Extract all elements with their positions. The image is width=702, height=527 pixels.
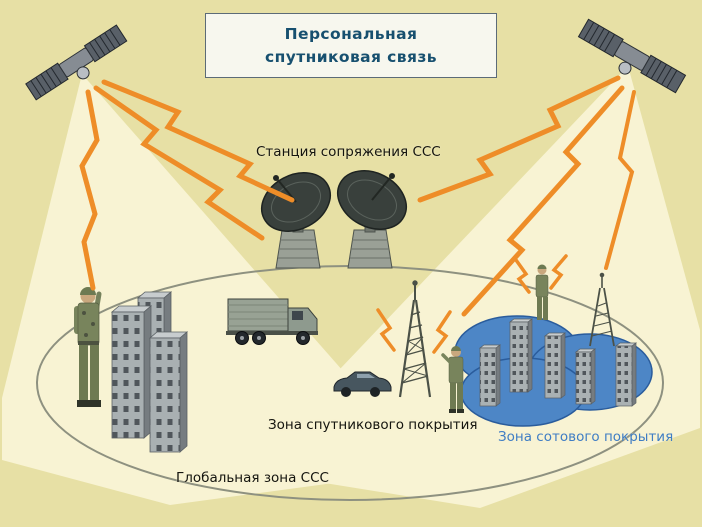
lightning-bolts <box>79 75 636 354</box>
gateway-dish-right-icon <box>337 170 407 269</box>
diagram-title: Персональная спутниковая связь <box>205 13 497 78</box>
lightning-bolt-icon <box>604 90 636 270</box>
lightning-bolt-icon <box>514 258 531 294</box>
cellular-buildings-icon <box>478 318 638 407</box>
radio-tower-icon <box>398 280 432 398</box>
label-global-zone: Глобальная зона ССС <box>176 470 329 486</box>
satellite-left-icon <box>25 24 128 101</box>
lightning-bolt-icon <box>93 85 265 241</box>
satellite-right-icon <box>577 18 687 94</box>
city-buildings-icon <box>110 291 189 453</box>
cell-tower-icon <box>589 272 615 347</box>
lightning-bolt-icon <box>376 308 396 352</box>
label-cellular-coverage: Зона сотового покрытия <box>498 429 674 445</box>
lightning-bolt-icon <box>101 79 295 203</box>
diagram-title-text: Персональная спутниковая связь <box>265 25 437 66</box>
lightning-bolt-icon <box>432 310 452 354</box>
lightning-bolt-icon <box>417 75 621 203</box>
lightning-bolt-icon <box>79 89 100 291</box>
truck-icon <box>226 298 318 345</box>
car-icon <box>333 371 392 397</box>
soldier-center-icon <box>441 346 464 413</box>
soldier-left-icon <box>74 287 102 407</box>
soldier-top-icon <box>535 264 549 320</box>
label-gateway-station: Станция сопряжения ССС <box>256 144 441 160</box>
lightning-bolt-icon <box>549 254 568 290</box>
label-satellite-coverage: Зона спутникового покрытия <box>268 417 478 433</box>
lightning-bolt-icon <box>461 85 625 317</box>
